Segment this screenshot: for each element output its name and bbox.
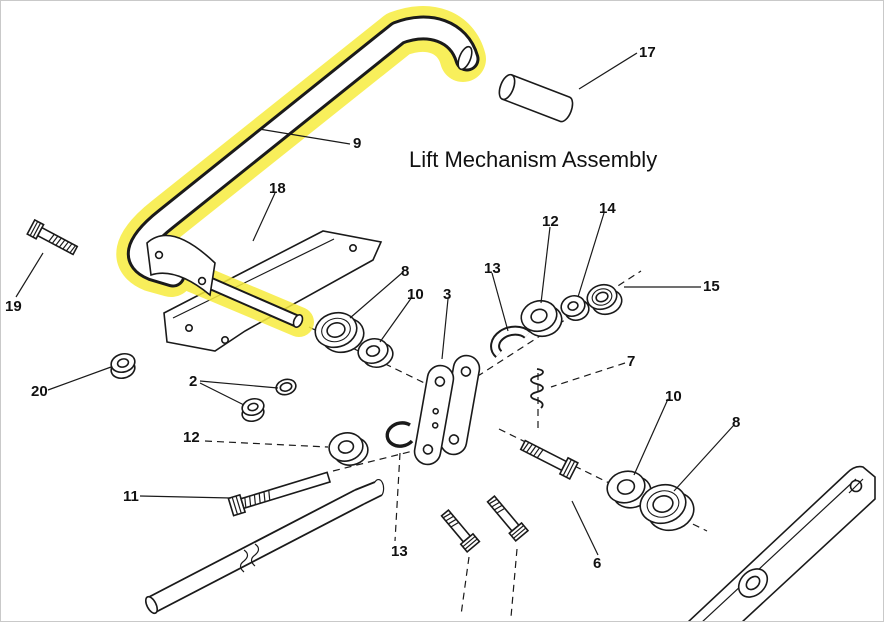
washer-part-14 — [560, 294, 590, 322]
bolt-part-6 — [519, 439, 579, 480]
part-label-19: 19 — [5, 298, 22, 315]
nut-part-20 — [110, 352, 136, 380]
bushing-8-right — [639, 483, 695, 532]
spring-part-7 — [530, 368, 544, 409]
lower-rod — [144, 478, 385, 615]
part-label-11: 11 — [123, 488, 139, 505]
washer-12-left — [328, 432, 369, 466]
saddle-clamp-13-upper — [490, 325, 531, 358]
washer-12-right — [520, 299, 563, 338]
handle-tube-part-9 — [127, 15, 480, 288]
leader-lines — [15, 52, 735, 556]
part-label-12-left: 12 — [183, 429, 200, 446]
part-label-12-right: 12 — [542, 213, 559, 230]
part-label-3: 3 — [443, 286, 452, 303]
nut-and-washer-part-2 — [241, 378, 297, 423]
part-label-13-lower: 13 — [391, 543, 408, 560]
part-label-13-upper: 13 — [484, 260, 501, 277]
part-label-10-left: 10 — [407, 286, 424, 303]
mounting-plate-18 — [163, 230, 383, 352]
bushing-8-left — [314, 311, 365, 354]
part-label-18: 18 — [269, 180, 286, 197]
lift-arm — [687, 465, 876, 621]
part-label-8-left: 8 — [401, 263, 410, 280]
part-label-17: 17 — [639, 44, 656, 61]
part-label-10-right: 10 — [665, 388, 682, 405]
part-label-6: 6 — [593, 555, 602, 572]
shaft-clamp — [146, 234, 216, 297]
part-label-15: 15 — [703, 278, 720, 295]
pin-part-17 — [498, 73, 574, 123]
bolt-part-19 — [26, 218, 79, 256]
part-label-20: 20 — [31, 383, 48, 400]
washer-10-left — [357, 337, 394, 369]
bolt-lower-right — [486, 494, 530, 543]
bolt-part-11 — [227, 471, 332, 517]
diagram-title: Lift Mechanism Assembly — [409, 147, 658, 172]
part-label-9: 9 — [353, 135, 362, 152]
snap-ring-13-lower — [385, 421, 414, 448]
nut-part-15 — [586, 283, 623, 316]
part-label-2: 2 — [189, 373, 198, 390]
bolt-lower-left — [440, 508, 481, 553]
part-label-8-right: 8 — [732, 414, 741, 431]
link-plates-part-3 — [413, 354, 481, 466]
part-label-14: 14 — [599, 200, 616, 217]
part-label-7: 7 — [627, 353, 636, 370]
